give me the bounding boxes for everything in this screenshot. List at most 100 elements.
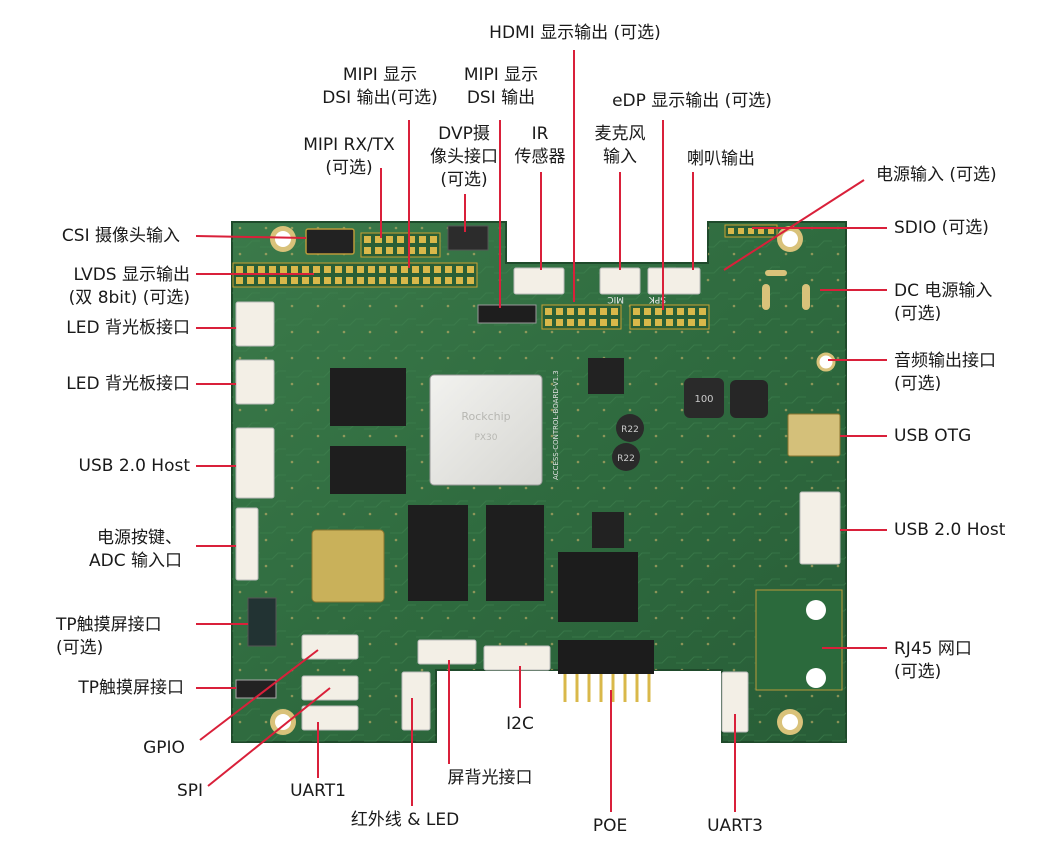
label-line: (双 8bit) (可选): [68, 288, 190, 308]
edp-header: [629, 304, 710, 330]
label-line: HDMI 显示输出 (可选): [489, 23, 661, 43]
label-line: CSI 摄像头输入: [61, 226, 180, 246]
inductor-3-label: R22: [617, 454, 635, 464]
usb-host-right-connector: [799, 491, 841, 565]
soc-chip: [429, 374, 543, 486]
label-power-in: 电源输入 (可选): [876, 164, 1026, 187]
mounting-holes: [270, 226, 803, 735]
label-line: 屏背光接口: [447, 768, 533, 788]
label-line: 麦克风: [594, 124, 646, 144]
label-mipi-dsi: MIPI 显示 DSI 输出: [444, 64, 558, 110]
label-dvp: DVP摄像头接口 (可选): [414, 123, 514, 192]
i2c-connector: [483, 645, 551, 671]
label-line: SDIO (可选): [894, 218, 989, 238]
ram-chip-1: [330, 368, 406, 426]
label-line: DSI 输出: [466, 88, 536, 108]
flash-chip-1: [408, 505, 468, 601]
mipi-dsi-connector: [477, 304, 537, 324]
label-line: POE: [592, 816, 628, 836]
inductor-1-label: 100: [694, 394, 713, 405]
label-led-2: LED 背光板接口: [20, 373, 190, 396]
spk-connector: [647, 267, 701, 295]
label-line: (可选): [440, 170, 488, 190]
label-line: DC 电源输入: [894, 281, 993, 301]
dvp-connector: [447, 225, 489, 251]
led-connector-2: [235, 359, 275, 405]
label-line: DVP摄: [438, 124, 490, 144]
label-line: USB OTG: [894, 426, 972, 446]
power-key-connector: [235, 507, 259, 581]
soc-model: PX30: [474, 433, 497, 443]
dc-slot-1: [762, 284, 770, 310]
emmc-chip: [558, 552, 638, 622]
callout-lines: [195, 50, 887, 812]
label-line: MIPI 显示: [342, 65, 418, 85]
ic-small-1: [588, 358, 624, 394]
label-ir-led: 红外线 & LED: [330, 809, 480, 832]
soc-brand: Rockchip: [461, 410, 510, 423]
led-connector-1: [235, 301, 275, 347]
hdmi-header: [541, 304, 622, 330]
label-uart1: UART1: [276, 780, 360, 803]
board-name: ACCESS-CONTROL-BOARD-V1.3: [552, 370, 560, 480]
label-line: (可选): [894, 304, 942, 324]
label-line: (可选): [894, 662, 942, 682]
label-line: IR: [531, 124, 549, 144]
label-line: USB 2.0 Host: [894, 520, 1006, 540]
label-uart3: UART3: [690, 815, 780, 838]
audio-jack-pad: [816, 352, 836, 372]
label-line: LED 背光板接口: [66, 318, 190, 338]
spk-silkscreen: SPK: [648, 294, 666, 304]
mic-silkscreen: MIC: [607, 294, 624, 304]
wifi-module: [311, 529, 385, 603]
label-line: SPI: [176, 781, 204, 801]
label-led-1: LED 背光板接口: [20, 317, 190, 340]
inductor-1: [684, 378, 724, 418]
label-line: 像头接口: [430, 147, 498, 167]
poe-header: [558, 640, 654, 702]
label-line: MIPI RX/TX: [303, 135, 395, 155]
ir-connector: [513, 267, 565, 295]
label-line: 电源按键、: [97, 528, 182, 548]
label-line: MIPI 显示: [463, 65, 539, 85]
backlight-connector: [417, 639, 477, 665]
label-line: GPIO: [143, 738, 185, 758]
inductor-3: [612, 443, 640, 471]
label-line: 喇叭输出: [687, 149, 755, 169]
ir-led-connector: [401, 671, 431, 731]
label-dc: DC 电源输入 (可选): [894, 280, 1044, 326]
gpio-connector: [301, 634, 359, 660]
label-line: eDP 显示输出 (可选): [612, 91, 772, 111]
mic-connector: [599, 267, 641, 295]
csi-connector: [305, 228, 355, 255]
ic-small-2: [592, 512, 624, 548]
label-line: UART3: [707, 816, 763, 836]
tp-connector: [235, 679, 277, 699]
label-spk: 喇叭输出: [666, 148, 776, 171]
label-poe: POE: [570, 815, 650, 838]
label-mipi-rx: MIPI RX/TX(可选): [288, 134, 410, 180]
label-line: TP触摸屏接口: [78, 678, 184, 698]
label-line: TP触摸屏接口: [56, 615, 162, 635]
flash-chip-2: [486, 505, 544, 601]
label-line: (可选): [56, 638, 104, 658]
label-usb-otg: USB OTG: [894, 425, 1044, 448]
label-line: ADC 输入口: [89, 551, 182, 571]
label-line: UART1: [290, 781, 346, 801]
power-slot: [765, 270, 787, 276]
label-line: I2C: [506, 714, 534, 734]
usb-otg-connector: [787, 413, 841, 457]
inductor-2-label: R22: [621, 425, 639, 435]
inductor-2: [616, 414, 644, 442]
label-gpio: GPIO: [124, 737, 204, 760]
rj45-footprint: [755, 589, 843, 691]
label-audio-out: 音频输出接口(可选): [894, 350, 1044, 396]
label-line: RJ45 网口: [894, 639, 972, 659]
usb-host-left-connector: [235, 427, 275, 499]
label-tp: TP触摸屏接口: [20, 677, 184, 700]
label-line: 电源输入 (可选): [876, 165, 997, 185]
label-sdio: SDIO (可选): [894, 217, 1024, 240]
